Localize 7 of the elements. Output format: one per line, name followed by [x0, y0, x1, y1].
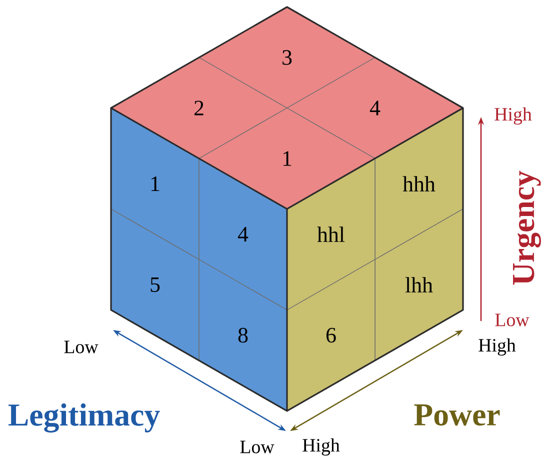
axis-title: Legitimacy [8, 403, 160, 433]
axis-end-label: Low [495, 314, 530, 326]
axis-end-label: High [494, 107, 532, 125]
axis-title: Power [414, 404, 500, 426]
axis-end-label: Low [240, 440, 274, 454]
axis-end-label: High [302, 438, 340, 456]
axis-title: Urgency [513, 170, 541, 285]
